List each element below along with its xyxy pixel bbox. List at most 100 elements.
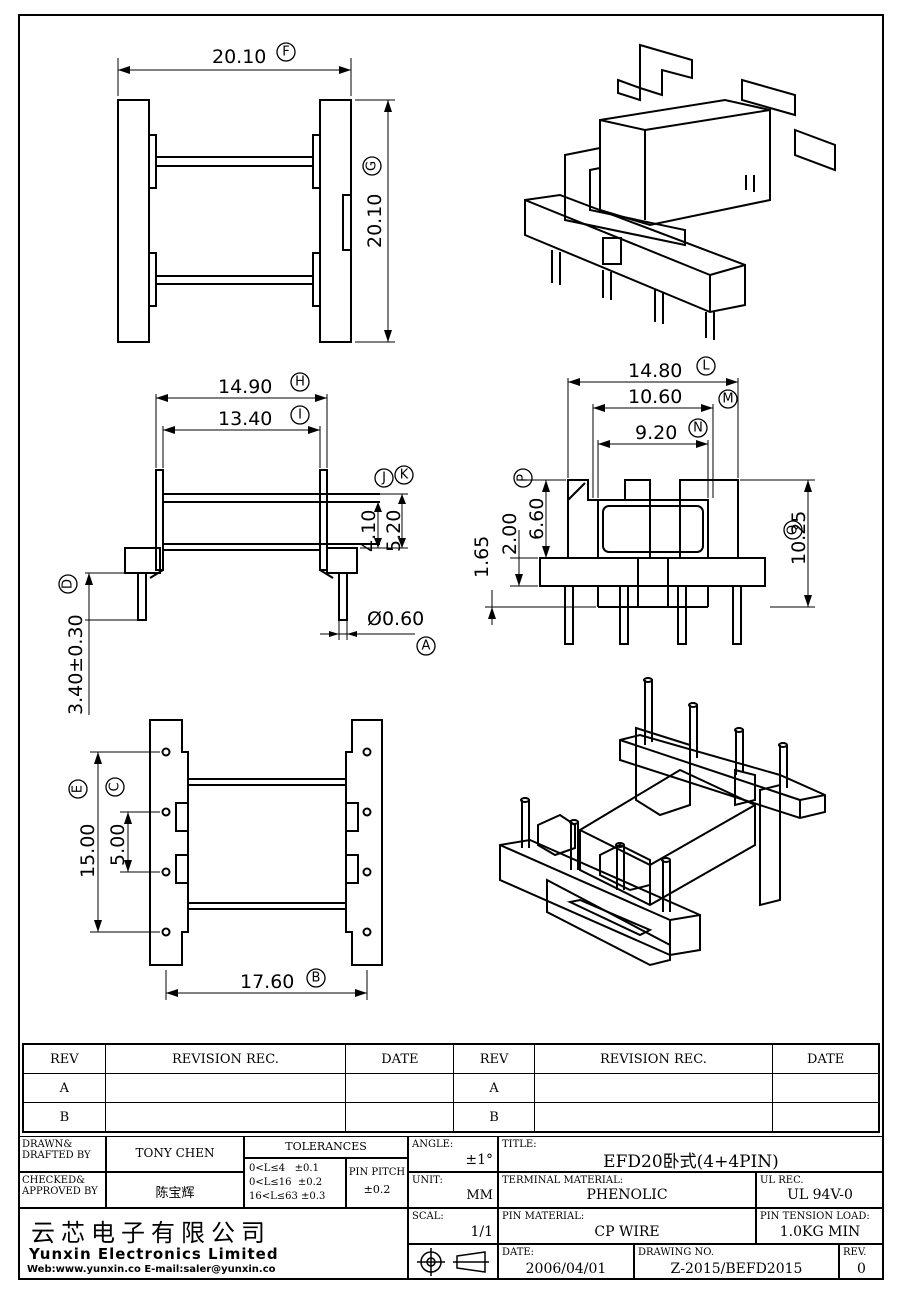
drawn-label-cell: DRAWN& DRAFTED BY [18,1136,106,1172]
revision-rec-header: REVISION REC. [533,1043,774,1074]
dim-5-20: 5.20 [383,510,405,552]
view-bottom [90,719,383,1000]
ul-cell: UL REC. UL 94V-0 [756,1172,884,1208]
drawn-label: DRAWN& DRAFTED BY [22,1139,91,1161]
revision-rec-cell [533,1073,774,1103]
company-name-en: Yunxin Electronics Limited [29,1245,279,1263]
title-block: DRAWN& DRAFTED BY TONY CHEN CHECKED& APP… [18,1136,884,1280]
checked-label-cell: CHECKED& APPROVED BY [18,1172,106,1208]
scale-label: SCAL: [412,1211,444,1222]
revision-table: REV REVISION REC. DATE REV REVISION REC.… [22,1043,880,1133]
tol-range: 16<L≤63 [249,1191,298,1202]
terminal-label: TERMINAL MATERIAL: [502,1175,624,1186]
dim-tag-f: F [282,45,289,60]
revision-rec-cell [104,1073,347,1103]
view-front-left [85,394,415,715]
angle-value: ±1° [465,1152,493,1168]
pin-pitch-value: ±0.2 [363,1183,391,1196]
tolerances-header-cell: TOLERANCES [244,1136,408,1158]
pin-material-value: CP WIRE [594,1224,660,1240]
dim-9-20-n: 9.20 [635,422,677,444]
dim-3-40: 3.40±0.30 [65,614,87,715]
pin-tension-label: PIN TENSION LOAD: [760,1211,870,1222]
dim-5-00: 5.00 [107,824,129,866]
scale-value: 1/1 [470,1224,493,1240]
pin-pitch-cell: PIN PITCH ±0.2 [346,1158,408,1208]
terminal-value: PHENOLIC [586,1187,668,1203]
drawing-title: EFD20卧式(4+4PIN) [603,1152,779,1172]
title-label: TITLE: [502,1139,537,1150]
dim-tag-i: I [298,408,302,423]
dim-1-65: 1.65 [471,536,493,578]
date-cell [345,1102,455,1133]
rev-value: 0 [857,1261,866,1277]
pin-material-label: PIN MATERIAL: [502,1211,585,1222]
dim-tag-k: K [400,468,409,483]
dim-tag-p: P [516,474,531,482]
dim-10-25: 10.25 [788,511,810,565]
dim-14-90-h: 14.90 [218,376,272,398]
unit-label: UNIT: [412,1175,443,1186]
tol-value: ±0.1 [294,1163,319,1174]
rev-cell: A [453,1073,535,1103]
dim-tag-d: D [61,579,76,589]
ul-value: UL 94V-0 [787,1187,853,1203]
rev-header: REV [453,1043,535,1074]
dim-tag-e: E [71,785,86,793]
view-front-right [485,378,815,645]
dim-17-60-b: 17.60 [240,971,294,993]
revision-rec-cell [104,1102,347,1133]
dim-tag-q: Q [786,525,801,535]
tolerance-values-cell: 0<L≤4 ±0.1 0<L≤16 ±0.2 16<L≤63 ±0.3 [244,1158,346,1208]
company-name-cn: 云芯电子有限公司 [31,1219,271,1247]
dim-20-10-f: 20.10 [212,46,266,68]
dim-tag-j: J [381,471,386,486]
drawing-no-label: DRAWING NO. [638,1247,715,1258]
drawn-value-cell: TONY CHEN [106,1136,244,1172]
date-header: DATE [345,1043,455,1074]
dim-20-10-g: 20.10 [364,194,386,248]
dim-4-10: 4.10 [358,510,380,552]
dim-6-60: 6.60 [526,498,548,540]
revision-rec-header: REVISION REC. [104,1043,347,1074]
dim-tag-m: M [722,392,733,407]
tol-range: 0<L≤16 [249,1177,292,1188]
table-row: A A [22,1073,880,1103]
ul-label: UL REC. [760,1175,804,1186]
tolerance-list: 0<L≤4 ±0.1 0<L≤16 ±0.2 16<L≤63 ±0.3 [249,1162,325,1204]
angle-label: ANGLE: [412,1139,454,1150]
title-cell: TITLE: EFD20卧式(4+4PIN) [498,1136,884,1172]
dim-10-60-m: 10.60 [628,386,682,408]
rev-cell: B [22,1102,106,1133]
rev-cell: REV. 0 [839,1244,884,1280]
dim-15-00: 15.00 [77,824,99,878]
dim-tag-b: B [312,971,321,986]
rev-header: REV [22,1043,106,1074]
dim-2-00: 2.00 [499,513,521,555]
company-cell: 云芯电子有限公司 Yunxin Electronics Limited Web:… [18,1208,408,1280]
date-cell [772,1102,880,1133]
pin-material-cell: PIN MATERIAL: CP WIRE [498,1208,756,1244]
dim-tag-l: L [702,359,710,374]
terminal-cell: TERMINAL MATERIAL: PHENOLIC [498,1172,756,1208]
dim-tag-a: A [422,639,431,654]
pin-tension-cell: PIN TENSION LOAD: 1.0KG MIN [756,1208,884,1244]
drawing-no-value: Z-2015/BEFD2015 [670,1261,803,1277]
dim-tag-c: C [108,782,123,791]
rev-label: REV. [843,1247,867,1258]
company-web: Web:www.yunxin.co E-mail:saler@yunxin.co [27,1264,276,1275]
view-iso-top [524,43,836,340]
checked-value: 陈宝辉 [155,1186,195,1201]
angle-cell: ANGLE: ±1° [408,1136,498,1172]
unit-cell: UNIT: MM [408,1172,498,1208]
technical-drawing: 20.10 F 20.10 G 14.90 H 13.40 I J K 4.10… [58,42,836,1000]
drawing-no-cell: DRAWING NO. Z-2015/BEFD2015 [634,1244,839,1280]
date-header: DATE [772,1043,880,1074]
dim-tag-h: H [295,375,305,390]
checked-label: CHECKED& APPROVED BY [22,1175,98,1197]
tol-value: ±0.3 [301,1191,326,1202]
dim-tag-n: N [693,421,703,436]
dim-13-40-i: 13.40 [218,408,272,430]
date-cell [345,1073,455,1103]
date-value: 2006/04/01 [525,1261,607,1277]
